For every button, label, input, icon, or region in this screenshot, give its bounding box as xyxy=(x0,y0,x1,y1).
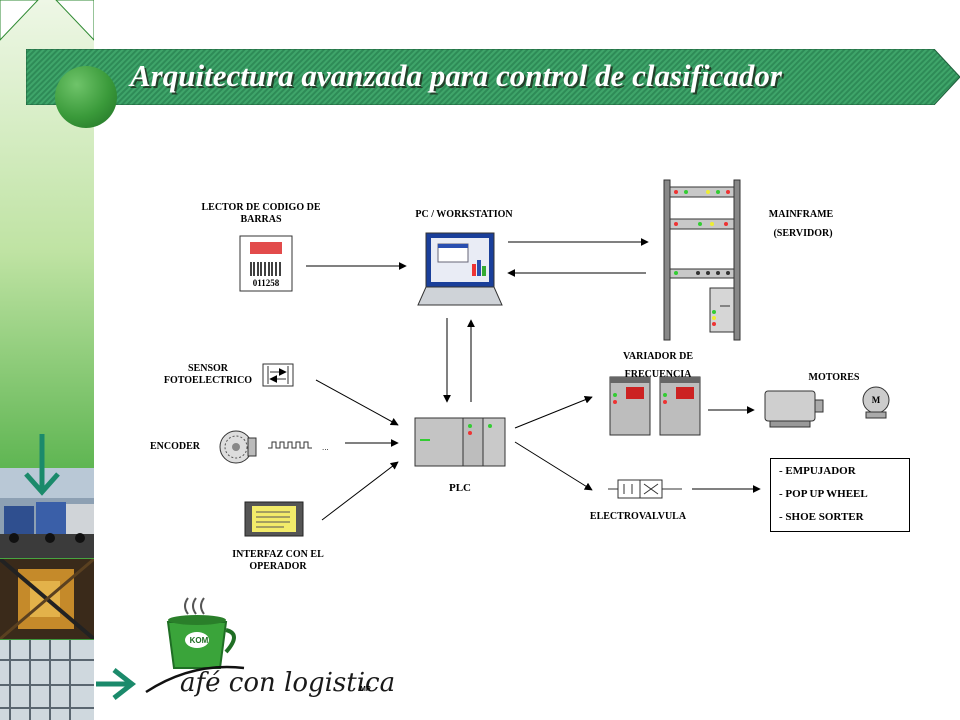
operator-interface-icon xyxy=(244,501,304,537)
output-item: - EMPUJADOR xyxy=(779,465,856,477)
encoder-label: ENCODER xyxy=(150,441,201,452)
logo-text: afé con logistica xyxy=(180,668,396,698)
logo-trademark: MR xyxy=(360,686,371,693)
logo-badge-text: KOM xyxy=(189,636,209,645)
barcode-reader-label: LECTOR DE CODIGO DE BARRAS xyxy=(201,202,321,225)
arrow-right-icon xyxy=(96,668,136,700)
vfd-label: VARIADOR DE FRECUENCIA xyxy=(622,351,694,380)
mainframe-rack-icon xyxy=(663,179,741,341)
operator-interface-label: INTERFAZ CON EL OPERADOR xyxy=(232,549,324,572)
slide-title: Arquitectura avanzada para control de cl… xyxy=(130,58,782,93)
trucks-photo xyxy=(0,468,94,558)
warehouse-photo xyxy=(0,640,94,720)
pc-label: PC / WORKSTATION xyxy=(415,209,513,220)
arrow-plc-to-vfd xyxy=(514,395,593,429)
outputs-box: - EMPUJADOR - POP UP WHEEL - SHOE SORTER xyxy=(770,458,910,532)
title-bullet-circle xyxy=(55,66,117,128)
arrow-down-icon xyxy=(24,434,60,496)
workstation-icon xyxy=(417,232,503,306)
output-item: - SHOE SORTER xyxy=(779,511,864,523)
barcode-number: 011258 xyxy=(252,278,280,288)
mainframe-sublabel: (SERVIDOR) xyxy=(773,228,833,239)
frequency-drive-icon xyxy=(609,376,701,436)
motors-label: MOTORES xyxy=(808,372,860,383)
corner-decoration xyxy=(0,0,94,41)
plc-label: PLC xyxy=(449,482,471,494)
electrovalve-icon xyxy=(608,479,682,499)
coffee-cup-logo xyxy=(145,597,245,694)
arrow-hmi-to-plc xyxy=(321,461,399,521)
barcode-reader-icon xyxy=(239,235,293,292)
encoder-icon: ... xyxy=(219,430,329,464)
valve-label: ELECTROVALVULA xyxy=(589,511,687,522)
photoelectric-sensor-icon xyxy=(262,363,294,387)
arrow-plc-to-valve xyxy=(514,441,593,491)
sensor-label: SENSOR FOTOELECTRICO xyxy=(163,363,253,386)
mainframe-label: MAINFRAME xyxy=(768,209,834,220)
plc-icon xyxy=(414,417,506,467)
motor-symbol: M xyxy=(871,395,881,405)
output-item: - POP UP WHEEL xyxy=(779,488,868,500)
arrow-sensor-to-plc xyxy=(315,379,399,426)
title-band xyxy=(26,49,960,105)
motor-icon xyxy=(764,386,890,428)
machinery-photo xyxy=(0,559,94,639)
svg-text:...: ... xyxy=(322,443,329,452)
